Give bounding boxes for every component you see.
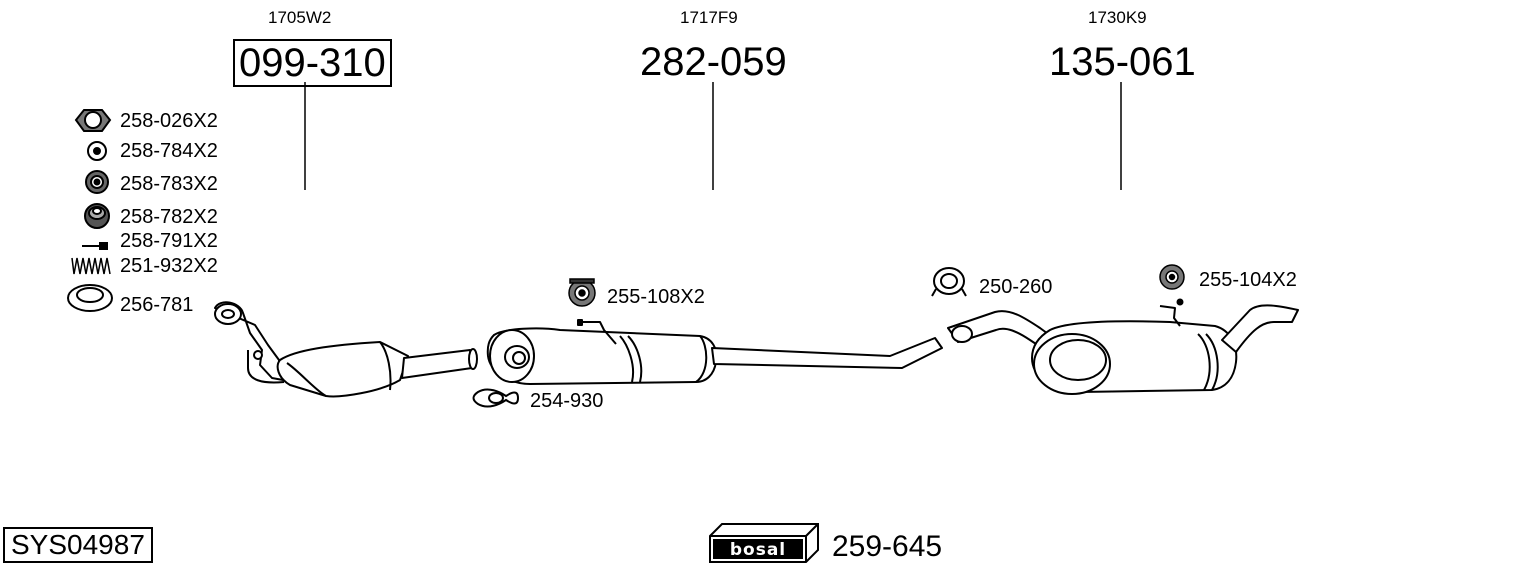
hardware-label-conical-washer: 258-782X2 <box>120 206 218 228</box>
hex-nut-icon <box>74 109 112 132</box>
part-number-middle[interactable]: 282-059 <box>640 40 787 84</box>
bosal-logo-text: bosal <box>730 540 786 560</box>
hardware-label-bolt: 258-791X2 <box>120 230 218 252</box>
rear-silencer[interactable] <box>947 298 1299 395</box>
part-number-rear[interactable]: 135-061 <box>1049 40 1196 84</box>
bolt-icon <box>82 242 108 250</box>
part-code-rear: 1730K9 <box>1088 8 1147 27</box>
gasket-ring-icon <box>67 284 113 312</box>
hardware-label-spring: 251-932X2 <box>120 255 218 277</box>
label-hanger-middle: 255-108X2 <box>607 286 705 308</box>
part-code-middle: 1717F9 <box>680 8 738 27</box>
rear-clamp-icon <box>931 267 967 297</box>
hardware-label-nut: 258-026X2 <box>120 110 218 132</box>
middle-silencer[interactable] <box>486 319 943 385</box>
system-code: SYS04987 <box>3 527 153 563</box>
label-clamp-middle: 254-930 <box>530 390 604 412</box>
hardware-label-washer: 258-784X2 <box>120 140 218 162</box>
brand-part-number: 259-645 <box>832 530 943 563</box>
part-number-front[interactable]: 099-310 <box>233 39 392 87</box>
bosal-logo: bosal <box>709 523 819 563</box>
rear-hanger-icon <box>1159 264 1185 290</box>
label-clamp-rear: 250-260 <box>979 276 1053 298</box>
clamp-icon <box>472 388 520 408</box>
spring-washer-icon <box>85 170 109 194</box>
front-pipe-catalyst[interactable] <box>214 301 478 398</box>
rubber-hanger-icon <box>568 278 596 307</box>
label-hanger-rear: 255-104X2 <box>1199 269 1297 291</box>
spring-icon <box>71 257 111 275</box>
hardware-label-spring-washer: 258-783X2 <box>120 173 218 195</box>
part-code-front: 1705W2 <box>268 8 332 27</box>
washer-icon <box>87 141 107 161</box>
conical-washer-icon <box>84 203 110 229</box>
hardware-label-gasket: 256-781 <box>120 294 194 316</box>
